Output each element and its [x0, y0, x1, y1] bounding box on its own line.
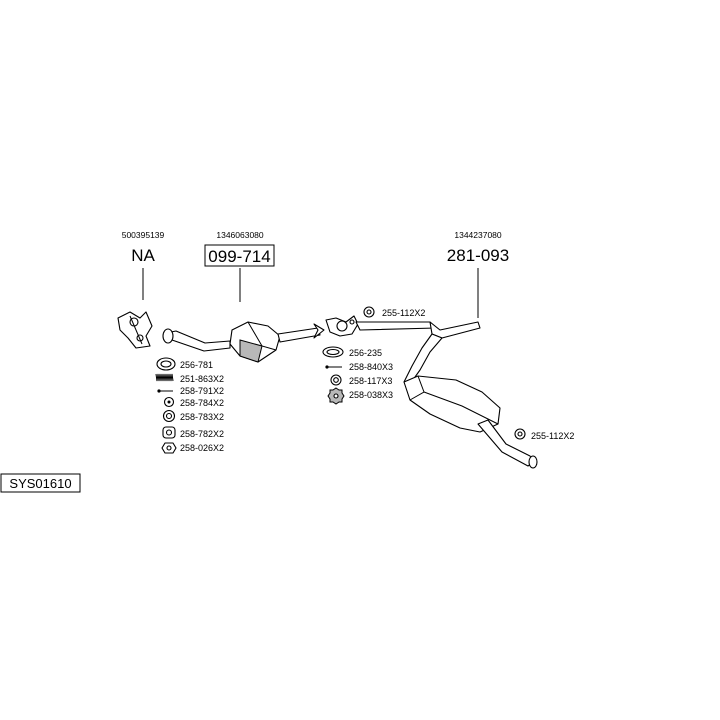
clamp-nut-icon[interactable] [162, 426, 176, 439]
accessory-front-1[interactable]: 256-781 [180, 360, 213, 370]
serrated-nut-icon[interactable] [327, 387, 345, 405]
accessory-mid-4[interactable]: 258-038X3 [349, 390, 393, 400]
system-code: SYS01610 [0, 473, 81, 493]
rubber-hanger-icon[interactable] [363, 306, 375, 318]
oe-number-downpipe: 500395139 [122, 230, 165, 240]
accessory-mid-2[interactable]: 258-840X3 [349, 362, 393, 372]
assembly-downpipe: 500395139 NA [117, 230, 165, 349]
accessory-front-5[interactable]: 258-783X2 [180, 412, 224, 422]
accessories-front: 256-781 251-863X2 258-791X2 258-784X2 25… [155, 357, 224, 454]
assembly-catalytic-converter: 1346063080 099-714 [162, 230, 325, 363]
accessory-front-7[interactable]: 258-026X2 [180, 443, 224, 453]
rubber-hanger-icon[interactable] [514, 428, 526, 440]
catalytic-converter-part[interactable] [162, 321, 325, 363]
system-code-box [0, 473, 81, 493]
oe-number-silencer: 1344237080 [454, 230, 502, 240]
hex-nut-icon[interactable] [161, 442, 177, 454]
accessory-front-3[interactable]: 258-791X2 [180, 386, 224, 396]
part-number-catalyst[interactable]: 099-714 [208, 247, 270, 266]
accessory-mid-1[interactable]: 256-235 [349, 348, 382, 358]
system-code-label: SYS01610 [9, 476, 71, 491]
accessory-mid-3[interactable]: 258-117X3 [349, 376, 392, 386]
accessory-front-4[interactable]: 258-784X2 [180, 398, 224, 408]
accessory-front-2[interactable]: 251-863X2 [180, 374, 224, 384]
rear-silencer-part[interactable] [355, 321, 538, 469]
spring-icon[interactable] [155, 373, 174, 382]
accessory-rear[interactable]: 255-112X2 [531, 431, 574, 441]
bolt-icon[interactable] [157, 389, 173, 393]
assembly-rear-silencer: 1344237080 281-093 255-112X2 255- [355, 230, 574, 469]
oe-number-catalyst: 1346063080 [216, 230, 264, 240]
part-number-silencer[interactable]: 281-093 [447, 246, 509, 265]
bolt-icon[interactable] [325, 365, 342, 369]
accessory-top-right[interactable]: 255-112X2 [382, 308, 425, 318]
part-number-box-catalyst [204, 244, 275, 267]
part-number-downpipe[interactable]: NA [131, 246, 155, 265]
flange-part[interactable] [325, 315, 359, 337]
downpipe-part[interactable] [117, 311, 153, 349]
accessory-front-6[interactable]: 258-782X2 [180, 429, 224, 439]
